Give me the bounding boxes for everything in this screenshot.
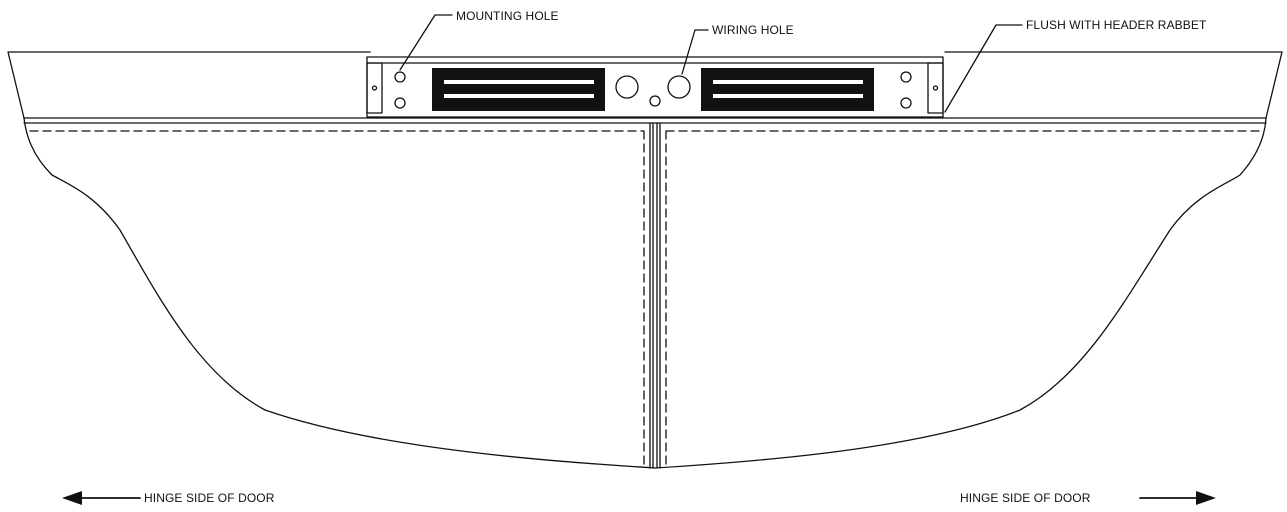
mounting-hole-left-bottom bbox=[394, 97, 406, 109]
bracket-screw-left bbox=[371, 85, 378, 91]
rabbet-leader bbox=[944, 24, 1023, 113]
mounting-hole-left-top bbox=[394, 71, 406, 83]
wiring-hole bbox=[667, 75, 691, 99]
left-mounting-bracket bbox=[366, 62, 383, 114]
hinge-side-left-label: HINGE SIDE OF DOOR bbox=[144, 491, 275, 505]
right-mounting-bracket bbox=[927, 62, 944, 114]
magnet-coil-left-slot-1 bbox=[444, 80, 594, 84]
hinge-arrow-left-head bbox=[62, 491, 82, 505]
magnet-coil-right-slot-1 bbox=[713, 80, 863, 84]
mounting-hole-right-bottom bbox=[900, 97, 912, 109]
door-outline-right bbox=[654, 51, 1283, 469]
flush-with-header-rabbet-label: FLUSH WITH HEADER RABBET bbox=[1026, 18, 1207, 32]
wiring-hole-label: WIRING HOLE bbox=[712, 23, 794, 37]
magnet-coil-right-slot-2 bbox=[713, 94, 863, 98]
center-hole-small bbox=[649, 95, 661, 107]
center-hole-left bbox=[615, 75, 639, 99]
magnet-coil-left-slot-2 bbox=[444, 94, 594, 98]
mounting-hole-leader bbox=[399, 14, 453, 71]
hinge-arrow-right-head bbox=[1196, 491, 1216, 505]
bracket-screw-right bbox=[932, 85, 939, 91]
magnet-coil-right bbox=[701, 68, 874, 111]
mounting-hole-label: MOUNTING HOLE bbox=[456, 9, 559, 23]
magnet-coil-left bbox=[432, 68, 605, 111]
wiring-hole-leader bbox=[681, 29, 709, 75]
door-outline-left bbox=[7, 51, 656, 469]
hinge-side-right-label: HINGE SIDE OF DOOR bbox=[960, 491, 1091, 505]
mounting-hole-right-top bbox=[900, 71, 912, 83]
